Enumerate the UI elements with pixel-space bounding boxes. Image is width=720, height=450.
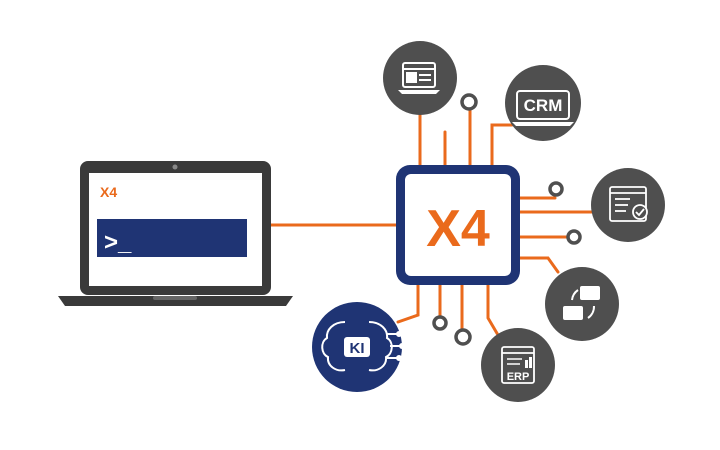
chip-core: [405, 174, 511, 276]
chat-cycle-icon: [563, 286, 600, 320]
pin-end-right-2: [566, 229, 582, 245]
pin-end-bottom-2: [454, 328, 472, 346]
web-node-circle: [383, 41, 457, 115]
ki-label: KI: [350, 340, 365, 357]
ki-node: KI: [312, 302, 405, 392]
connectors: [269, 106, 597, 337]
pin-end-right-1: [548, 181, 564, 197]
web-browser-node: [383, 41, 457, 115]
crm-connector: [490, 123, 514, 167]
laptop-camera: [172, 164, 178, 170]
terminal-prompt: >_: [104, 229, 132, 256]
crm-icon: CRM: [512, 90, 574, 126]
terminal-bar: [97, 219, 247, 257]
laptop-trackpad-notch: [153, 296, 197, 300]
chat-node-circle: [545, 267, 619, 341]
web-browser-icon: [398, 62, 440, 94]
crm-label: CRM: [524, 96, 563, 115]
checklist-node: [591, 168, 665, 242]
laptop-base: [58, 296, 293, 306]
central-chip: X4: [396, 165, 520, 285]
erp-node: ERP: [481, 328, 555, 402]
chat-connector: [518, 256, 560, 274]
laptop-logo: X4: [100, 184, 117, 200]
ki-connector: [396, 283, 420, 324]
ai-brain-icon: [321, 321, 405, 372]
chat-node: [545, 267, 619, 341]
pin-end-top: [460, 93, 478, 111]
pin-end-bottom-1: [432, 315, 448, 331]
erp-document-icon: ERP: [501, 346, 535, 384]
chip-logo: X4: [426, 200, 490, 258]
laptop: X4 >_: [58, 161, 293, 306]
erp-node-circle: [481, 328, 555, 402]
pin-ends: [432, 93, 582, 346]
crm-node: CRM: [505, 65, 581, 141]
checklist-icon: [609, 186, 648, 222]
erp-connector: [486, 283, 500, 337]
erp-label: ERP: [507, 371, 530, 383]
